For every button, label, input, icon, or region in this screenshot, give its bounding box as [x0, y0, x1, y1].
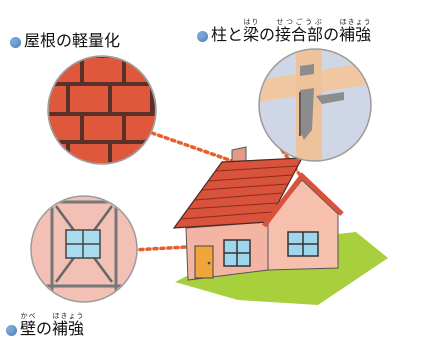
window-front: [287, 231, 319, 257]
label-roof-lightening: 屋根の軽量化: [10, 27, 120, 51]
house: [172, 146, 344, 281]
bullet-dot: [10, 37, 21, 48]
label-wall-reinforcement: 壁かべの補強ほきょう: [6, 312, 84, 339]
window-side: [223, 239, 251, 267]
roof-closeup: [47, 55, 157, 165]
roof-front-edge: [262, 172, 344, 228]
label-joint-text: 柱と梁はりの接合部せつごうぶの補強ほきょう: [211, 18, 372, 44]
wall-closeup: [30, 195, 138, 303]
label-joint-reinforcement: 柱と梁はりの接合部せつごうぶの補強ほきょう: [197, 18, 371, 45]
roof-tiles: [180, 165, 298, 220]
connector-roof: [150, 131, 240, 165]
bullet-dot: [6, 325, 17, 336]
joint-closeup: [258, 48, 372, 162]
label-roof-text: 屋根の軽量化: [24, 31, 121, 50]
bullet-dot: [197, 31, 208, 42]
door-knob: [207, 261, 211, 265]
label-wall-text: 壁かべの補強ほきょう: [20, 312, 85, 338]
door: [194, 245, 214, 279]
